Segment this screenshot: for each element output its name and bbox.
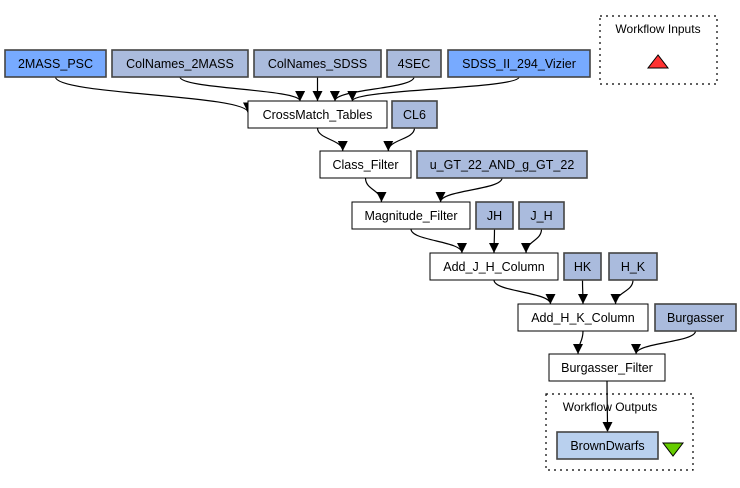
- edge-burgasser-to-burgasser-filter: [631, 330, 697, 355]
- output-port-triangle-icon: [661, 442, 685, 457]
- input-port-triangle-icon: [646, 54, 670, 69]
- edge-burgasser-filter-to-browndwarfs: [602, 380, 613, 433]
- edge-jh-to-add-j-h-column: [489, 228, 500, 254]
- node-label: ColNames_SDSS: [268, 57, 367, 71]
- edge-j-h-to-add-j-h-column: [521, 228, 543, 254]
- node-box[interactable]: [608, 252, 658, 281]
- node-box[interactable]: [416, 150, 588, 179]
- node-box[interactable]: [391, 100, 438, 129]
- node-box[interactable]: [386, 49, 442, 78]
- node-box[interactable]: [517, 303, 649, 332]
- node-h-k[interactable]: H_K: [608, 252, 658, 281]
- node-box[interactable]: [429, 252, 559, 281]
- node-add-h-k-column[interactable]: Add_H_K_Column: [517, 303, 649, 332]
- node-box[interactable]: [247, 100, 388, 129]
- edge-hk-to-add-h-k-column: [577, 279, 588, 305]
- node-label: u_GT_22_AND_g_GT_22: [430, 158, 575, 172]
- edge-colnames-2mass-to-crossmatch-tables: [179, 76, 306, 102]
- node-hk[interactable]: HK: [563, 252, 602, 281]
- node-burgasser[interactable]: Burgasser: [654, 303, 737, 332]
- node-label: CL6: [403, 108, 426, 122]
- workflow-outputs-cluster: Workflow Outputs: [545, 393, 694, 471]
- edge-sdss-ii-294-vizier-to-crossmatch-tables: [347, 76, 520, 102]
- node-4sec[interactable]: 4SEC: [386, 49, 442, 78]
- edge-2mass-psc-to-crossmatch-tables: [54, 76, 253, 113]
- node-box[interactable]: [518, 201, 565, 230]
- node-box[interactable]: [447, 49, 591, 78]
- workflow-outputs-label: Workflow Outputs: [563, 400, 657, 414]
- node-label: ColNames_2MASS: [126, 57, 234, 71]
- node-crossmatch-tables[interactable]: CrossMatch_Tables: [247, 100, 388, 129]
- node-box[interactable]: [319, 150, 412, 179]
- node-label: Burgasser_Filter: [561, 361, 653, 375]
- node-cl6[interactable]: CL6: [391, 100, 438, 129]
- edge-crossmatch-tables-to-class-filter: [316, 127, 348, 152]
- node-label: Magnitude_Filter: [364, 209, 457, 223]
- node-label: BrownDwarfs: [570, 439, 644, 453]
- node-label: Class_Filter: [333, 158, 399, 172]
- edge-cl6-to-class-filter: [383, 127, 416, 152]
- node-box[interactable]: [351, 201, 471, 230]
- node-box[interactable]: [563, 252, 602, 281]
- node-add-j-h-column[interactable]: Add_J_H_Column: [429, 252, 559, 281]
- edge-class-filter-to-magnitude-filter: [364, 177, 387, 203]
- node-u-gt-22-and-g-gt-22[interactable]: u_GT_22_AND_g_GT_22: [416, 150, 588, 179]
- node-jh[interactable]: JH: [475, 201, 514, 230]
- workflow-inputs-label: Workflow Inputs: [615, 22, 700, 36]
- edges-layer: [54, 76, 697, 433]
- node-j-h[interactable]: J_H: [518, 201, 565, 230]
- node-label: SDSS_II_294_Vizier: [462, 57, 576, 71]
- node-box[interactable]: [253, 49, 382, 78]
- edge-add-j-h-column-to-add-h-k-column: [493, 279, 556, 305]
- node-magnitude-filter[interactable]: Magnitude_Filter: [351, 201, 471, 230]
- node-box[interactable]: [111, 49, 249, 78]
- node-sdss-ii-294-vizier[interactable]: SDSS_II_294_Vizier: [447, 49, 591, 78]
- node-label: J_H: [530, 209, 552, 223]
- edge-u-gt-22-and-g-gt-22-to-magnitude-filter: [435, 177, 503, 203]
- node-box[interactable]: [4, 49, 107, 78]
- edge-4sec-to-crossmatch-tables: [329, 76, 415, 102]
- edge-magnitude-filter-to-add-j-h-column: [410, 228, 467, 254]
- node-label: H_K: [621, 260, 646, 274]
- node-label: JH: [487, 209, 502, 223]
- node-box[interactable]: [654, 303, 737, 332]
- edge-add-h-k-column-to-burgasser-filter: [573, 330, 584, 355]
- node-label: 4SEC: [398, 57, 431, 71]
- node-box[interactable]: [475, 201, 514, 230]
- workflow-inputs-cluster: Workflow Inputs: [599, 15, 718, 85]
- node-2mass-psc[interactable]: 2MASS_PSC: [4, 49, 107, 78]
- node-label: Burgasser: [667, 311, 724, 325]
- node-label: 2MASS_PSC: [18, 57, 93, 71]
- edge-h-k-to-add-h-k-column: [610, 279, 634, 305]
- node-class-filter[interactable]: Class_Filter: [319, 150, 412, 179]
- node-colnames-2mass[interactable]: ColNames_2MASS: [111, 49, 249, 78]
- node-label: Add_H_K_Column: [531, 311, 635, 325]
- nodes-layer: 2MASS_PSC ColNames_2MASS ColNames_SDSS 4SEC…: [4, 49, 737, 460]
- node-burgasser-filter[interactable]: Burgasser_Filter: [548, 353, 666, 382]
- node-label: Add_J_H_Column: [443, 260, 544, 274]
- node-box[interactable]: [556, 431, 659, 460]
- node-box[interactable]: [548, 353, 666, 382]
- node-browndwarfs[interactable]: BrownDwarfs: [556, 431, 659, 460]
- node-colnames-sdss[interactable]: ColNames_SDSS: [253, 49, 382, 78]
- node-label: CrossMatch_Tables: [263, 108, 373, 122]
- node-label: HK: [574, 260, 592, 274]
